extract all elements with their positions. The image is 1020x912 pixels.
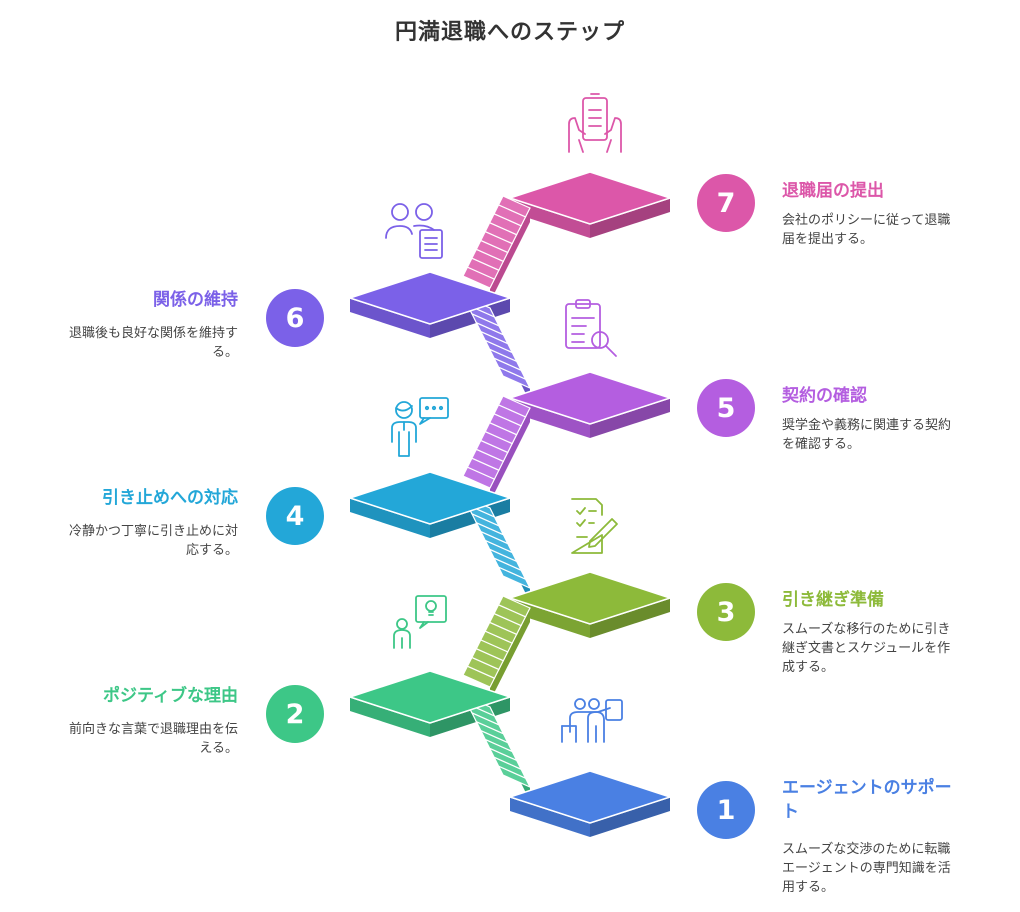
person-lightbulb-idea-icon (393, 595, 447, 649)
landing-top-7 (507, 171, 673, 225)
diagram-title: 円満退職へのステップ (394, 20, 625, 45)
step-description: 会社のポリシーに従って退職届を提出する。 (782, 213, 951, 247)
step-description: 奨学金や義務に関連する契約を確認する。 (782, 418, 952, 452)
step-title: 退職届の提出 (782, 181, 884, 201)
hands-holding-document-icon (568, 93, 622, 153)
step-description: 冷静かつ丁寧に引き止めに対応する。 (68, 524, 238, 558)
stairs-5-to-6 (461, 294, 532, 402)
landing-top-2 (347, 670, 513, 724)
step-title: 引き止めへの対応 (102, 488, 238, 508)
step-title: ポジティブな理由 (103, 686, 238, 706)
step-description: スムーズな交渉のために転職エージェントの専門知識を活用する。 (782, 842, 951, 895)
step-title: 引き継ぎ準備 (782, 590, 884, 610)
presenter-board-icon (561, 698, 623, 743)
step-number-badge: 2 (266, 685, 324, 743)
people-document-icon (385, 203, 443, 259)
landing-top-6 (347, 271, 513, 325)
step-description: 退職後も良好な関係を維持する。 (68, 326, 238, 360)
step-number-badge: 4 (266, 487, 324, 545)
step-title: 関係の維持 (153, 290, 238, 310)
landing-top-5 (507, 371, 673, 425)
checklist-pen-icon (571, 498, 618, 554)
landing-top-3 (507, 571, 673, 625)
stairs-4-to-5 (462, 395, 531, 502)
step-title: エージェントのサポート (782, 778, 952, 822)
landing-top-4 (347, 471, 513, 525)
clipboard-magnifier-icon (565, 299, 617, 357)
step-description: スムーズな移行のために引き継ぎ文書とスケジュールを作成する。 (782, 622, 951, 675)
landing-top-1 (507, 770, 673, 824)
stairs-3-to-4 (461, 494, 532, 602)
person-speech-bubble-icon (391, 397, 449, 457)
step-title: 契約の確認 (782, 386, 867, 406)
step-number-badge: 6 (266, 289, 324, 347)
step-number-badge: 3 (697, 583, 755, 641)
step-number-badge: 7 (697, 174, 755, 232)
step-description: 前向きな言葉で退職理由を伝える。 (68, 722, 238, 756)
stairs-6-to-7 (462, 195, 531, 302)
stairs-2-to-3 (462, 595, 531, 701)
step-number-badge: 1 (697, 781, 755, 839)
step-number-badge: 5 (697, 379, 755, 437)
